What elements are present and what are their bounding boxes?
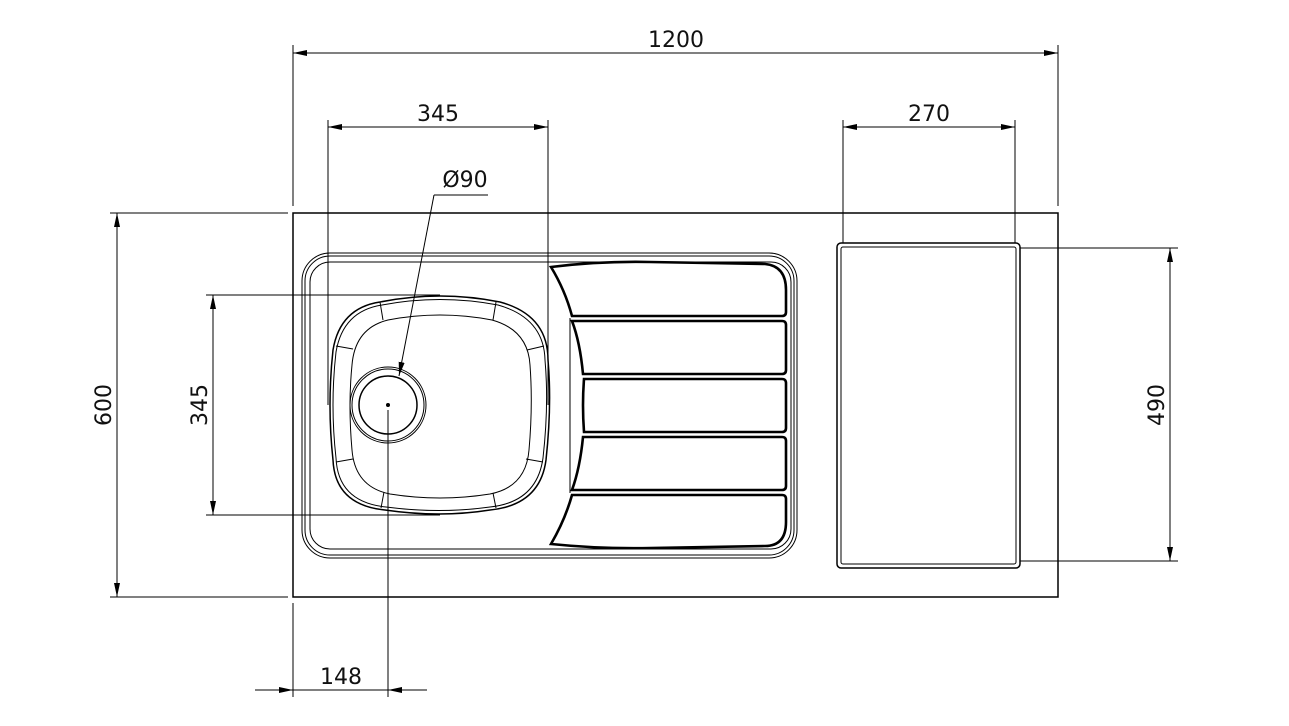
- dimension-bowl-width: 345: [327, 102, 549, 405]
- dimension-cutout-width: 270: [842, 102, 1016, 243]
- cutout: [836, 242, 1021, 569]
- dim-label-cutout-depth: 490: [1145, 384, 1170, 426]
- dimension-bowl-depth: 345: [188, 294, 440, 516]
- dimension-cutout-depth: 490: [1020, 247, 1178, 562]
- dim-label-600: 600: [92, 384, 117, 426]
- sink-unit: [301, 252, 798, 559]
- countertop-outline: [292, 212, 1059, 598]
- dimension-drain-diameter: Ø90: [398, 168, 488, 377]
- dimension-overall-depth: 600: [92, 212, 288, 598]
- drainer-ribs: [548, 260, 788, 550]
- dim-label-1200: 1200: [648, 28, 704, 53]
- dim-label-drain-diameter: Ø90: [442, 168, 487, 193]
- dim-label-148: 148: [320, 665, 362, 690]
- dim-label-bowl-depth: 345: [188, 384, 213, 426]
- dimension-overall-width: 1200: [292, 28, 1059, 206]
- dimension-drain-offset: 148: [255, 410, 427, 697]
- bowl: [329, 295, 551, 515]
- dim-label-cutout-width: 270: [908, 102, 950, 127]
- dim-label-bowl-width: 345: [417, 102, 459, 127]
